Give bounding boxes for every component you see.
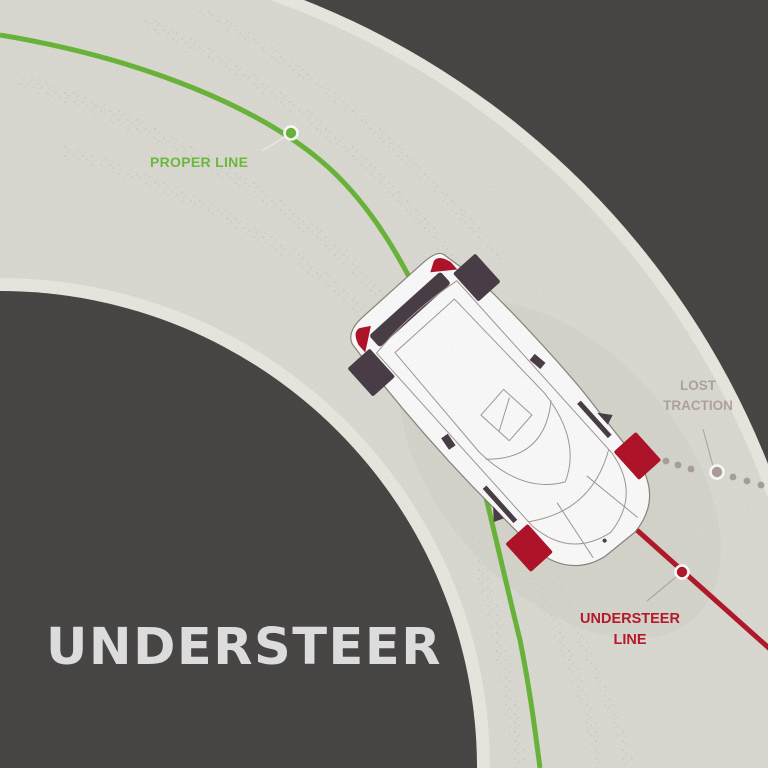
- lost-traction-label-line1: LOST: [680, 378, 716, 393]
- lost-traction-label: LOST TRACTION: [656, 376, 740, 416]
- proper-line-label: PROPER LINE: [150, 154, 249, 170]
- understeer-marker: [674, 564, 690, 580]
- understeer-line-label-line1: UNDERSTEER: [580, 611, 680, 627]
- lost-traction-label-line2: TRACTION: [663, 398, 733, 413]
- proper-line-marker: [283, 125, 299, 141]
- understeer-line-label-line2: LINE: [613, 632, 647, 648]
- lost-traction-marker: [709, 464, 725, 480]
- understeer-line-label: UNDERSTEER LINE: [568, 609, 692, 651]
- diagram-title: UNDERSTEER: [46, 618, 443, 677]
